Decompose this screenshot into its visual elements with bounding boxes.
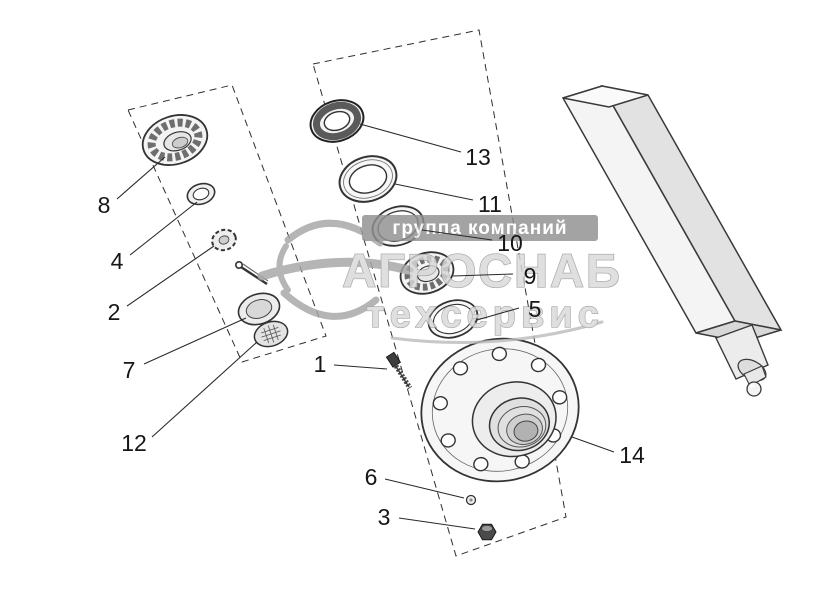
leader-line-10 (421, 229, 493, 241)
leader-line-4 (129, 201, 198, 256)
leader-line-5 (476, 307, 520, 321)
leader-line-1 (333, 364, 388, 370)
leader-line-7 (143, 317, 247, 365)
part-label-5: 5 (529, 296, 542, 322)
part-label-12: 12 (121, 430, 147, 456)
watermark-band (362, 215, 598, 241)
hub-bolt-hole (530, 357, 547, 373)
part-label-8: 8 (98, 192, 111, 218)
hub-bolt-hole (491, 346, 508, 362)
part-1-bolt (385, 351, 413, 390)
part-14-hub (420, 337, 580, 483)
leader-line-11 (394, 183, 474, 201)
part-3-nut (477, 523, 497, 541)
part-label-6: 6 (365, 464, 378, 490)
leader-line-2 (126, 245, 215, 307)
part-label-3: 3 (378, 504, 391, 530)
hub-bolt-hole (452, 361, 469, 376)
hub-bolt-hole (551, 390, 568, 405)
part-label-2: 2 (108, 299, 121, 325)
watermark-subtitle: техсервис (366, 294, 604, 336)
watermark: группа компаний АГРОСНАБ техсервис (257, 215, 621, 344)
boundary-box-large (312, 29, 567, 557)
boundary-box-small (127, 84, 327, 363)
part-12-plug (253, 320, 289, 348)
spindle-ball-end (746, 381, 762, 397)
part-8-bearing (141, 114, 209, 166)
leader-line-14 (571, 436, 615, 453)
part-label-10: 10 (497, 230, 523, 256)
part-label-4: 4 (111, 248, 124, 274)
part-13-seal (309, 99, 365, 143)
part-label-11: 11 (478, 191, 502, 217)
leader-line-6 (384, 478, 465, 499)
leader-line-13 (359, 123, 462, 153)
part-9-bearing (399, 251, 455, 295)
part-2-lock-washer (211, 228, 237, 252)
part-label-13: 13 (465, 144, 491, 170)
hub-bolt-hole (473, 456, 489, 472)
part-label-7: 7 (123, 357, 136, 383)
leader-line-8 (116, 156, 166, 200)
part-label-14: 14 (619, 442, 645, 468)
part-4-seal-ring (186, 182, 216, 206)
axle-spindle (715, 324, 769, 397)
part-7-cap (237, 292, 281, 326)
hub-bolt-hole (440, 433, 456, 448)
watermark-title: АГРОСНАБ (342, 244, 621, 297)
part-labels: 8 4 2 7 12 13 11 10 9 5 1 14 6 3 (98, 144, 645, 530)
leader-line-3 (398, 517, 476, 530)
watermark-band-text: группа компаний (392, 218, 567, 239)
part-label-1: 1 (314, 351, 327, 377)
leader-lines (116, 123, 615, 530)
part-5-ring (427, 299, 479, 339)
leader-line-9 (452, 273, 514, 277)
part-label-9: 9 (524, 263, 537, 289)
hub-bolt-hole (432, 396, 448, 411)
part-11-ring (338, 155, 398, 203)
leader-line-12 (151, 341, 258, 438)
part-6-washer (465, 494, 477, 506)
